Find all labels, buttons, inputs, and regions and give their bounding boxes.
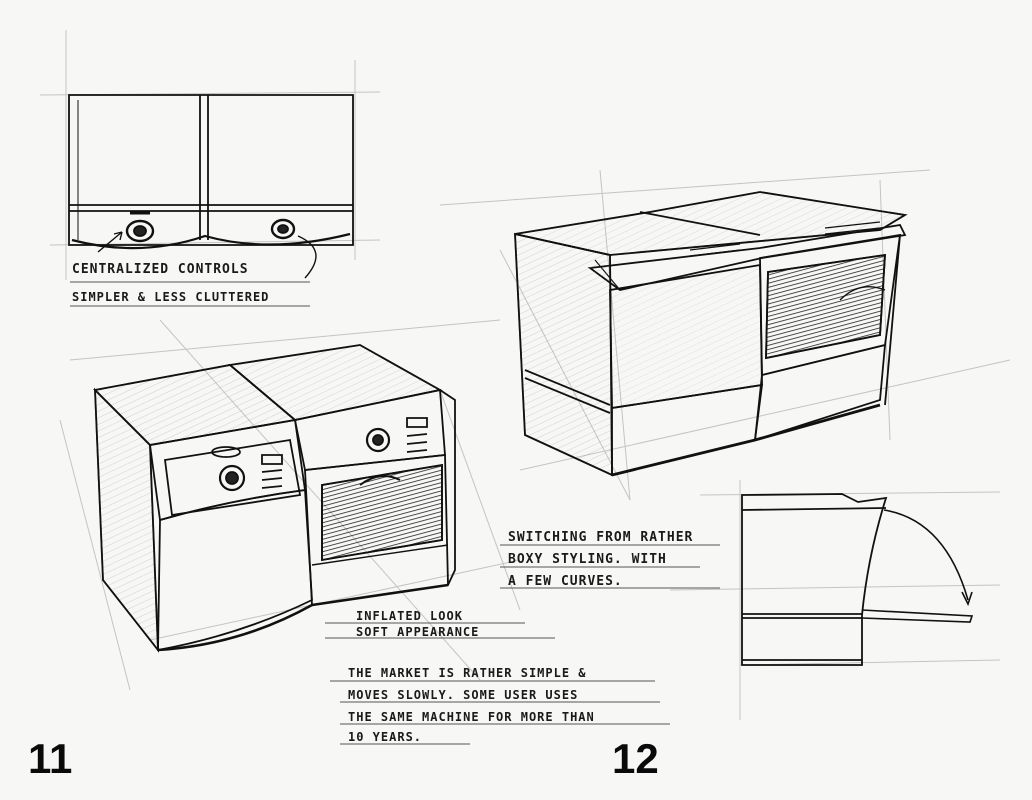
perspective-machine-sketch-11 (95, 345, 455, 650)
page-number-right: 12 (612, 735, 659, 782)
perspective-machine-sketch-12 (515, 192, 905, 475)
note-switching-1: SWITCHING FROM RATHER (508, 530, 694, 545)
note-market-2: MOVES SLOWLY. SOME USER USES (348, 688, 579, 702)
note-centralized-controls-2: SIMPLER & LESS CLUTTERED (72, 290, 270, 304)
side-profile-sketch (742, 494, 972, 665)
note-market-3: THE SAME MACHINE FOR MORE THAN (348, 710, 595, 724)
page-number-left: 11 (28, 735, 73, 782)
front-elevation-sketch (69, 95, 353, 278)
note-inflated-look-2: SOFT APPEARANCE (356, 625, 480, 639)
note-market-1: THE MARKET IS RATHER SIMPLE & (348, 666, 587, 680)
note-switching-3: A FEW CURVES. (508, 574, 623, 589)
note-centralized-controls-1: CENTRALIZED CONTROLS (72, 262, 249, 277)
note-market-4: 10 YEARS. (348, 730, 423, 744)
note-switching-2: BOXY STYLING. WITH (508, 552, 667, 567)
note-inflated-look-1: INFLATED LOOK (356, 609, 463, 623)
